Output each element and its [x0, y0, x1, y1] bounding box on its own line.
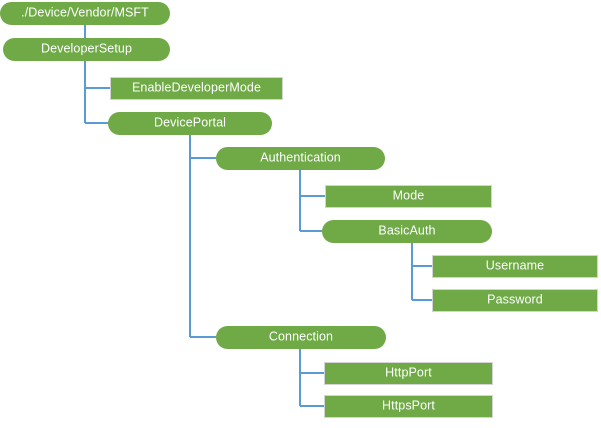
- tree-node-label: DevicePortal: [153, 115, 227, 130]
- tree-node-httpport[interactable]: HttpPort: [324, 362, 493, 385]
- tree-node-label: HttpPort: [385, 365, 432, 380]
- tree-node-label: Password: [487, 292, 543, 307]
- tree-node-root[interactable]: ./Device/Vendor/MSFT: [0, 2, 170, 25]
- tree-node-label: Connection: [268, 329, 334, 344]
- connector-developersetup-to-enabledevelopermode: [84, 61, 110, 89]
- connector-authentication-to-mode: [299, 170, 325, 197]
- tree-node-label: ./Device/Vendor/MSFT: [21, 5, 149, 20]
- tree-node-connection[interactable]: Connection: [216, 326, 386, 349]
- tree-node-password[interactable]: Password: [432, 289, 598, 312]
- tree-node-username[interactable]: Username: [432, 255, 598, 278]
- connector-basicauth-to-password: [411, 243, 432, 301]
- connector-developersetup-to-deviceportal: [84, 61, 110, 124]
- tree-node-label: BasicAuth: [378, 223, 436, 238]
- connector-deviceportal-to-connection: [189, 135, 216, 338]
- tree-node-label: Mode: [392, 188, 425, 203]
- tree-node-basicauth[interactable]: BasicAuth: [322, 220, 492, 243]
- connector-deviceportal-to-authentication: [189, 135, 216, 159]
- connector-connection-to-httpport: [299, 349, 324, 374]
- connector-connection-to-httpsport: [299, 349, 324, 407]
- tree-node-deviceportal[interactable]: DevicePortal: [108, 112, 272, 135]
- connector-basicauth-to-username: [411, 243, 432, 267]
- tree-node-label: HttpsPort: [382, 398, 435, 413]
- tree-node-enabledevelopermode[interactable]: EnableDeveloperMode: [110, 77, 283, 100]
- tree-node-label: DeveloperSetup: [40, 41, 133, 56]
- tree-node-label: Username: [485, 258, 545, 273]
- tree-node-mode[interactable]: Mode: [325, 185, 492, 208]
- tree-node-developersetup[interactable]: DeveloperSetup: [3, 38, 170, 61]
- tree-node-label: EnableDeveloperMode: [131, 80, 262, 95]
- connector-authentication-to-basicauth: [299, 170, 322, 232]
- tree-node-httpsport[interactable]: HttpsPort: [324, 395, 493, 418]
- tree-node-authentication[interactable]: Authentication: [216, 147, 385, 170]
- tree-node-label: Authentication: [260, 150, 341, 165]
